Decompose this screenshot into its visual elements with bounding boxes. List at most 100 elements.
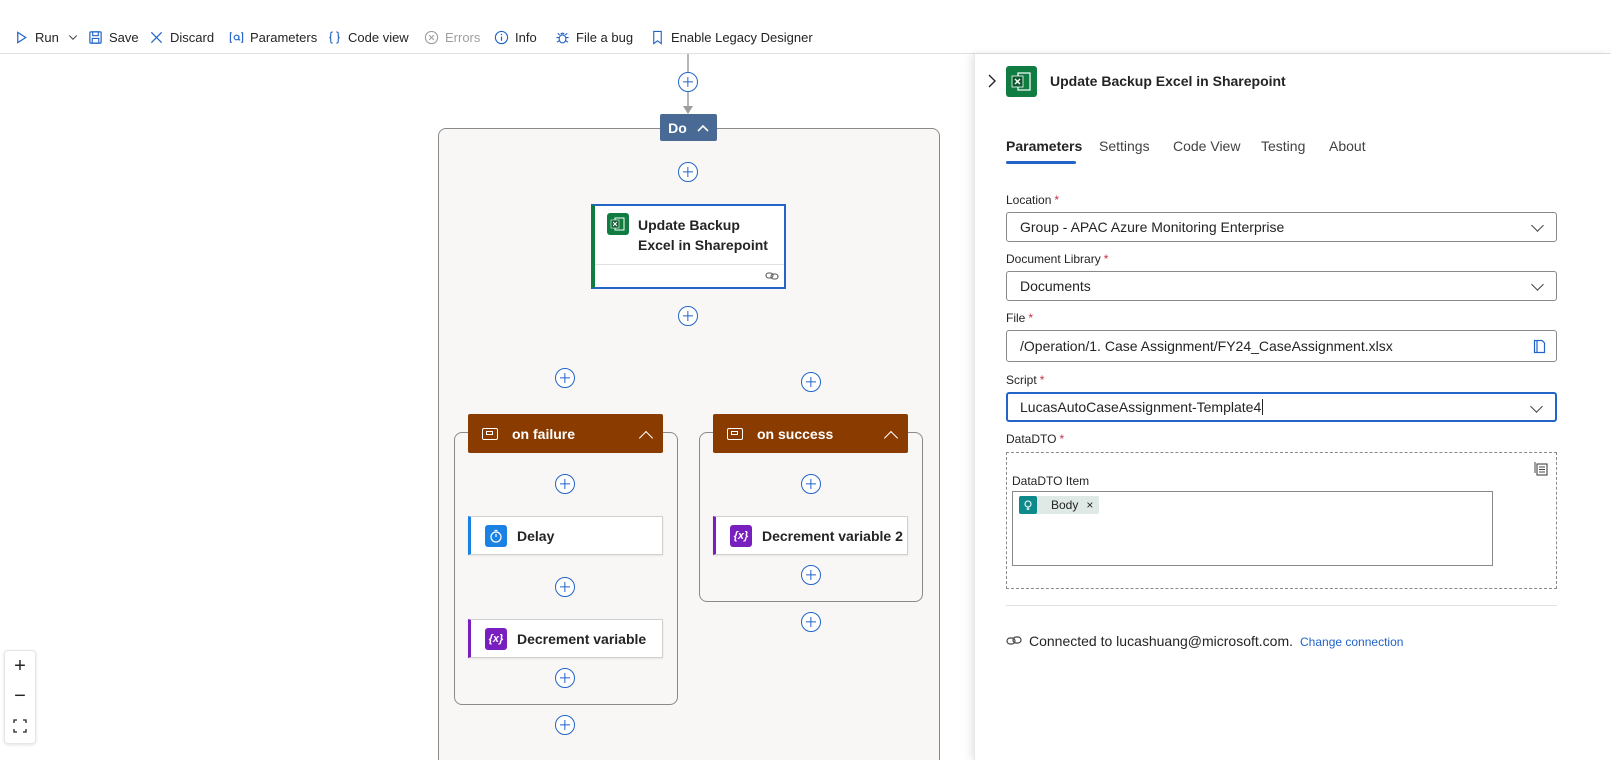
info-label: Info [515, 29, 537, 45]
parameters-button[interactable]: Parameters [229, 26, 317, 48]
variable-icon: {x} [485, 627, 507, 650]
zoom-out-button[interactable]: − [14, 685, 26, 707]
run-label: Run [35, 29, 59, 45]
action-card-decrement-variable-2[interactable]: {x} Decrement variable 2 [713, 516, 908, 555]
doclib-label: Document Library* [1006, 252, 1109, 266]
bug-icon [556, 32, 569, 44]
action-card-update-excel[interactable]: Update Backup Excel in Sharepoint [591, 204, 786, 289]
errors-button[interactable]: Errors [424, 26, 480, 48]
tab-settings[interactable]: Settings [1099, 138, 1150, 154]
token-label: Body [1051, 498, 1079, 512]
chevron-up-icon[interactable] [883, 430, 899, 446]
failure-scope-container [454, 432, 678, 705]
legacy-designer-label: Enable Legacy Designer [671, 29, 813, 45]
add-action-button[interactable] [801, 565, 821, 585]
failure-branch-header[interactable]: on failure [468, 414, 663, 453]
script-dropdown[interactable]: LucasAutoCaseAssignment-Template4 [1006, 392, 1557, 422]
code-view-button[interactable]: Code view [327, 26, 409, 48]
add-action-button[interactable] [801, 474, 821, 494]
zoom-controls: + − [4, 650, 36, 744]
save-icon [89, 30, 102, 44]
timer-icon [485, 524, 507, 547]
add-action-button[interactable] [678, 72, 698, 92]
add-action-button[interactable] [555, 668, 575, 688]
chevron-down-icon [1531, 278, 1544, 291]
do-scope-label: Do [668, 119, 687, 136]
add-action-button[interactable] [801, 612, 821, 632]
details-panel: Update Backup Excel in Sharepoint Parame… [974, 54, 1611, 760]
fit-view-icon[interactable] [13, 719, 27, 733]
chevron-down-icon[interactable] [67, 31, 79, 43]
add-action-button[interactable] [678, 306, 698, 326]
success-branch-header[interactable]: on success [713, 414, 908, 453]
script-label: Script* [1006, 373, 1045, 387]
action-title: Decrement variable 2 [762, 527, 903, 544]
discard-label: Discard [170, 29, 215, 45]
tab-parameters[interactable]: Parameters [1006, 138, 1083, 154]
file-label: File* [1006, 311, 1034, 325]
location-dropdown[interactable]: Group - APAC Azure Monitoring Enterprise [1006, 212, 1557, 242]
failure-branch-label: on failure [512, 425, 576, 442]
add-action-button[interactable] [555, 715, 575, 735]
file-bug-button[interactable]: File a bug [555, 26, 633, 48]
script-value: LucasAutoCaseAssignment-Template4 [1020, 399, 1262, 415]
success-branch-label: on success [757, 425, 834, 442]
array-switch-icon[interactable] [1533, 461, 1549, 477]
tab-testing[interactable]: Testing [1261, 138, 1306, 154]
errors-label: Errors [445, 29, 481, 45]
play-icon [17, 30, 27, 44]
action-title: Update Backup Excel in Sharepoint [638, 217, 768, 253]
do-scope-header[interactable]: Do [660, 114, 717, 141]
variable-icon: {x} [730, 524, 752, 547]
designer-canvas[interactable]: Do Update Backup Excel in Sharepoint on … [0, 54, 1002, 760]
tab-code-view[interactable]: Code View [1173, 138, 1241, 154]
add-action-button[interactable] [555, 368, 575, 388]
scope-icon [727, 427, 743, 440]
discard-button[interactable]: Discard [149, 26, 214, 48]
parameters-label: Parameters [250, 29, 318, 45]
change-connection-link[interactable]: Change connection [1300, 635, 1404, 649]
zoom-in-button[interactable]: + [14, 655, 26, 677]
add-action-button[interactable] [801, 372, 821, 392]
file-value: /Operation/1. Case Assignment/FY24_CaseA… [1020, 338, 1393, 354]
action-card-decrement-variable[interactable]: {x} Decrement variable [468, 619, 663, 658]
legacy-designer-button[interactable]: Enable Legacy Designer [650, 26, 813, 48]
card-divider [595, 264, 784, 265]
text-cursor [1262, 399, 1264, 415]
active-tab-indicator [1006, 161, 1076, 164]
excel-icon [607, 213, 629, 235]
action-title: Delay [517, 527, 555, 544]
section-divider [1006, 605, 1557, 606]
add-action-button[interactable] [555, 577, 575, 597]
file-picker-icon[interactable] [1533, 339, 1546, 354]
add-action-button[interactable] [555, 474, 575, 494]
collapse-panel-icon[interactable] [987, 74, 997, 88]
panel-title[interactable]: Update Backup Excel in Sharepoint [1050, 73, 1286, 89]
chevron-up-icon[interactable] [697, 124, 709, 132]
info-button[interactable]: Info [494, 26, 537, 48]
chevron-up-icon[interactable] [638, 430, 654, 446]
tab-about[interactable]: About [1329, 138, 1366, 154]
info-icon [494, 30, 509, 44]
run-button[interactable]: Run [14, 26, 79, 48]
action-card-delay[interactable]: Delay [468, 516, 663, 555]
toolbar: Run Save Discard Parameters Code view Er… [0, 0, 1611, 54]
error-circle-icon [424, 30, 439, 44]
file-input[interactable]: /Operation/1. Case Assignment/FY24_CaseA… [1006, 330, 1557, 362]
location-value: Group - APAC Azure Monitoring Enterprise [1020, 219, 1285, 235]
code-view-label: Code view [348, 29, 409, 45]
datadto-item-label: DataDTO Item [1012, 474, 1090, 488]
remove-token-button[interactable]: × [1086, 498, 1094, 512]
datadto-item-input[interactable]: Body × [1012, 491, 1493, 566]
document-library-dropdown[interactable]: Documents [1006, 271, 1557, 301]
add-action-button[interactable] [678, 162, 698, 182]
body-token[interactable]: Body × [1019, 496, 1100, 514]
datadto-container: DataDTO Item Body × [1006, 452, 1557, 589]
close-icon [150, 31, 163, 43]
datadto-label: DataDTO* [1006, 432, 1065, 446]
connection-status: Connected to lucashuang@microsoft.com. [1029, 633, 1294, 649]
save-button[interactable]: Save [88, 26, 139, 48]
connection-icon [1006, 636, 1022, 645]
doclib-value: Documents [1020, 278, 1091, 294]
save-label: Save [109, 29, 139, 45]
